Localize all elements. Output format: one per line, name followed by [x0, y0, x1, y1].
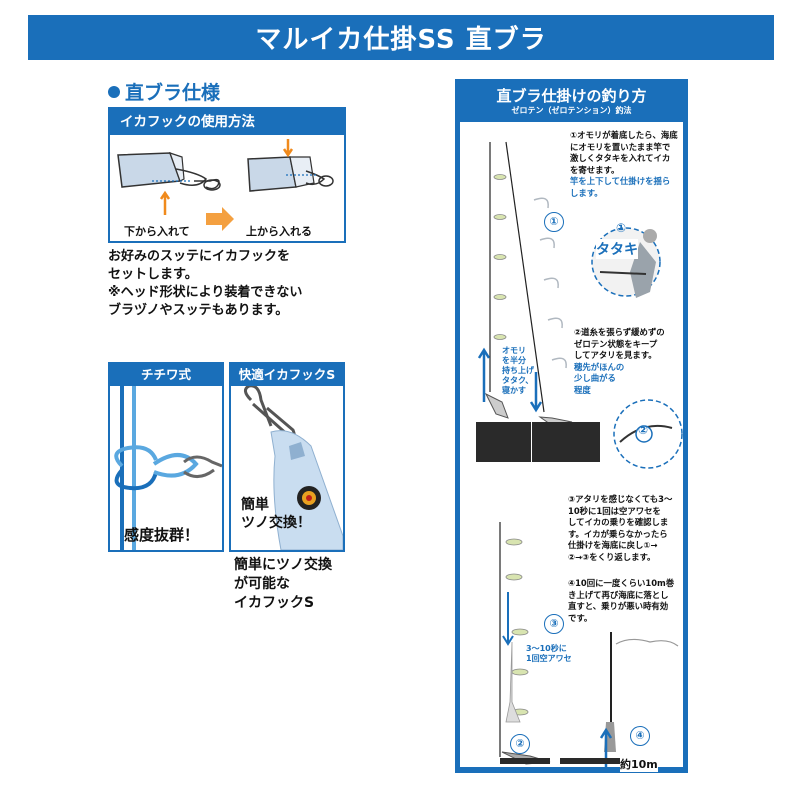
arrow-down-icon: [502, 592, 514, 646]
section-title-text: 直ブラ仕様: [125, 82, 221, 104]
step3-note: 3～10秒に 1回空アワセ: [526, 644, 572, 663]
step4-text: ④10回に一度くらい10m巻 き上げて再び海底に落とし 直すと、乗りが悪い時有効…: [568, 578, 675, 623]
tataki-marker: ①: [616, 221, 627, 235]
fishing-method-panel: 直ブラ仕掛けの釣り方 ゼロテン（ゼロテンション）釣法: [455, 79, 688, 773]
hook-usage-title: イカフックの使用方法: [110, 109, 344, 135]
easyhook-title: 快適イカフックS: [231, 364, 343, 386]
lure-right-icon: [247, 156, 334, 192]
easyhook-panel: 快適イカフックS 簡単 ツノ交換！: [229, 362, 345, 552]
arrow-down-icon: [282, 139, 294, 158]
method-subtitle: ゼロテン（ゼロテンション）釣法: [511, 106, 632, 115]
chichiwa-title: チチワ式: [110, 364, 222, 386]
chichiwa-panel: チチワ式 感度抜群！: [108, 362, 224, 552]
easyhook-caption: 簡単 ツノ交換！: [241, 497, 311, 531]
bullet-dot-icon: [108, 86, 120, 98]
distance-arrow-icon: [599, 727, 613, 767]
step-marker-3: ③: [544, 614, 564, 634]
hook-usage-box: イカフックの使用方法 下から入れて 上から入れる: [108, 107, 346, 243]
hook-description: お好みのスッテにイカフックを セットします。 ※ヘッド形状により装着できない ブ…: [108, 249, 303, 318]
label-from-below: 下から入れて: [124, 225, 190, 238]
easyhook-illustration: [244, 386, 343, 550]
tataki-label: タタキ: [596, 239, 638, 259]
section-title: 直ブラ仕様: [108, 78, 220, 105]
step-marker-2: ②: [638, 423, 649, 437]
arrow-up-icon: [159, 190, 171, 215]
hook-usage-illustration: [117, 139, 334, 231]
banner-title: マルイカ仕掛SS 直ブラ: [255, 25, 547, 55]
lure-left-icon: [117, 152, 221, 191]
title-banner: マルイカ仕掛SS 直ブラ: [28, 15, 774, 60]
method-diagram: [476, 141, 683, 767]
step-marker-4: ④: [630, 726, 650, 746]
distance-label: 約10m: [620, 756, 658, 772]
method-content: ① ① タタキ ② ③ ② ④ 約10m オモリ を半分 持ち上げ タタク、 寝…: [460, 122, 683, 772]
transition-arrow-icon: [206, 207, 234, 231]
easyhook-description: 簡単にツノ交換 が可能な イカフックS: [234, 557, 332, 611]
omori-note: オモリ を半分 持ち上げ タタク、 寝かす: [502, 346, 534, 395]
chichiwa-knot-illustration: [114, 386, 222, 550]
step2-text: ②道糸を張らず緩めずの ゼロテン状態をキープ してアタリを見ます。 穂先がほんの…: [574, 327, 665, 395]
arrow-up-icon: [477, 347, 491, 402]
step-marker-2-bottom: ②: [510, 734, 530, 754]
method-title: 直ブラ仕掛けの釣り方: [496, 87, 647, 105]
step3-text: ③アタリを感じなくても3～ 10秒に1回は空アワセを してイカの乗りを確認しま …: [568, 494, 673, 562]
step1-text: ①オモリが着底したら、海底 にオモリを置いたまま竿で 激しくタタキを入れてイカ …: [570, 130, 678, 198]
arrow-down-icon: [529, 372, 543, 413]
chichiwa-caption: 感度抜群！: [124, 526, 200, 544]
step-marker-1: ①: [544, 212, 564, 232]
label-from-above: 上から入れる: [246, 225, 312, 238]
